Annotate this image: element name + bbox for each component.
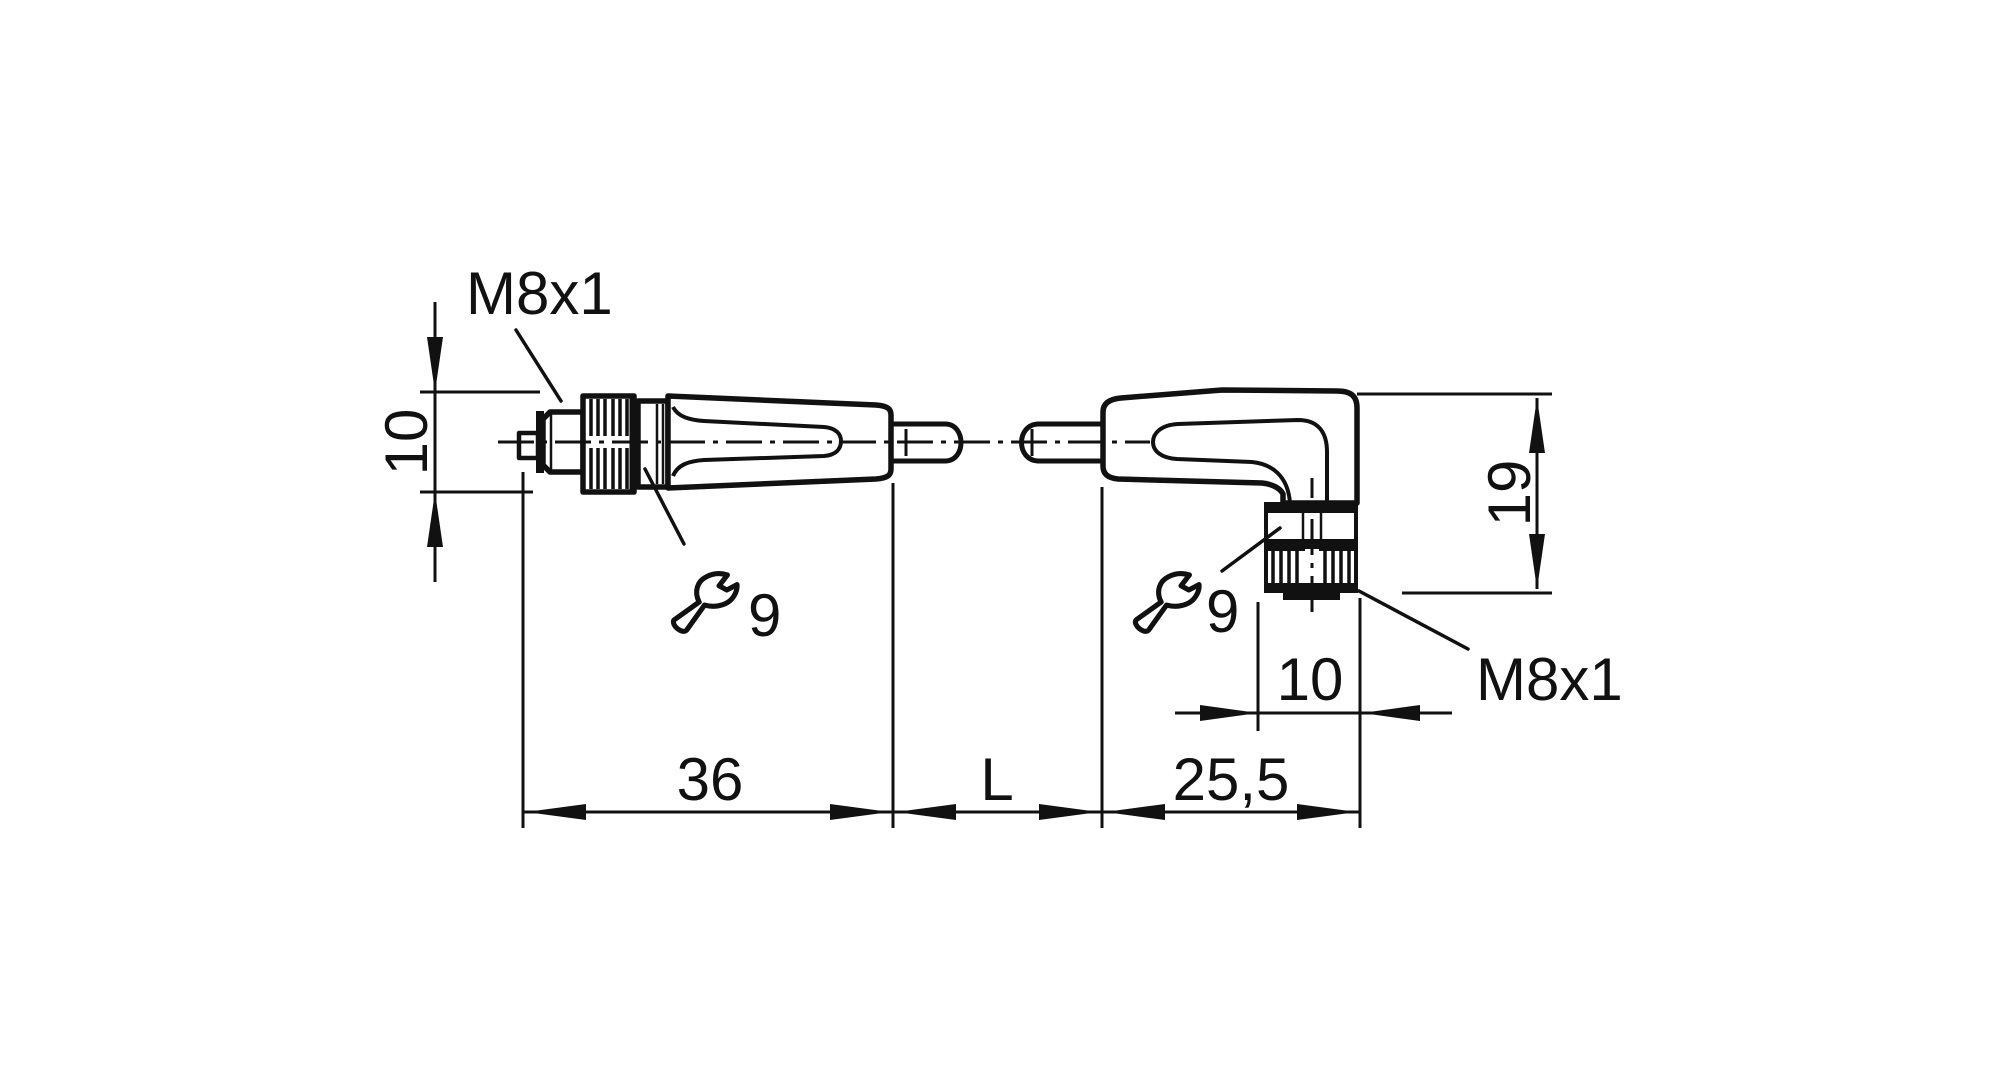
centerlines [498, 440, 1314, 612]
right-body-contour [1150, 417, 1329, 504]
dimensions: 10 19 36 L [373, 302, 1552, 828]
thread-label-right: M8x1 [1476, 646, 1623, 713]
left-connector-grip [665, 393, 894, 491]
dim-left-diameter: 10 [373, 302, 540, 582]
wrench-icon [1132, 571, 1202, 634]
dim-value-19: 19 [1476, 460, 1543, 527]
dim-right-width: 10 [1175, 646, 1452, 721]
dim-value-10-left: 10 [373, 409, 440, 476]
dim-value-10-right: 10 [1277, 646, 1344, 713]
labels: M8x1 M8x1 9 9 [466, 260, 1623, 713]
left-connector-pin [516, 430, 541, 461]
right-knurl-hatching [1271, 551, 1351, 583]
dim-cable-length: L [893, 746, 1102, 820]
wrench-icon [670, 571, 740, 634]
dim-right-height: 19 [1357, 392, 1552, 595]
wrench-size-right: 9 [1206, 578, 1239, 645]
dim-value-25-5: 25,5 [1173, 746, 1290, 813]
wrench-size-left: 9 [748, 582, 781, 649]
dim-right-length: 25,5 [1102, 746, 1360, 820]
right-connector [1100, 387, 1360, 600]
thread-label-left: M8x1 [466, 260, 613, 327]
left-connector [516, 393, 964, 495]
dim-left-length: 36 [523, 746, 893, 820]
dim-value-36: 36 [677, 746, 744, 813]
right-connector-body [1100, 387, 1360, 506]
dim-value-L: L [980, 746, 1013, 813]
